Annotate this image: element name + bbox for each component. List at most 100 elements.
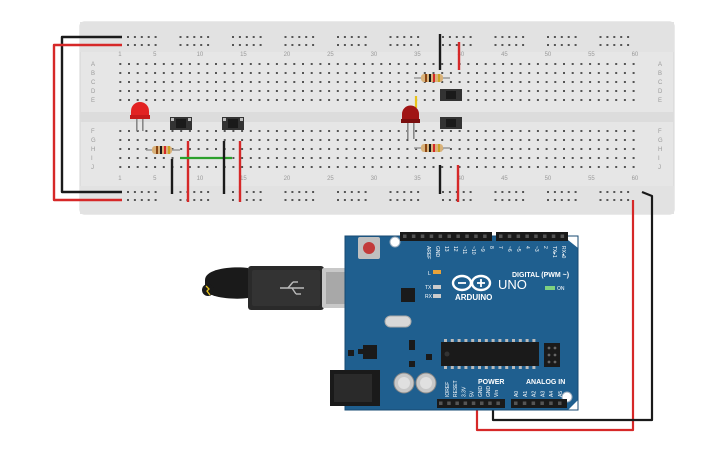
terminal-hole[interactable] bbox=[128, 130, 130, 132]
terminal-hole[interactable] bbox=[563, 90, 565, 92]
terminal-hole[interactable] bbox=[154, 63, 157, 65]
terminal-hole[interactable] bbox=[528, 148, 531, 150]
terminal-hole[interactable] bbox=[232, 63, 235, 65]
terminal-hole[interactable] bbox=[597, 166, 600, 168]
terminal-hole[interactable] bbox=[171, 90, 174, 92]
terminal-hole[interactable] bbox=[354, 148, 357, 150]
terminal-hole[interactable] bbox=[145, 130, 148, 132]
terminal-hole[interactable] bbox=[493, 81, 496, 83]
terminal-hole[interactable] bbox=[580, 90, 583, 92]
terminal-hole[interactable] bbox=[615, 90, 618, 92]
terminal-hole[interactable] bbox=[362, 99, 365, 101]
terminal-hole[interactable] bbox=[136, 72, 139, 74]
terminal-hole[interactable] bbox=[354, 81, 357, 83]
terminal-hole[interactable] bbox=[206, 99, 209, 101]
terminal-hole[interactable] bbox=[476, 166, 478, 168]
terminal-hole[interactable] bbox=[484, 99, 487, 101]
rail-hole[interactable] bbox=[312, 36, 315, 38]
terminal-hole[interactable] bbox=[319, 99, 322, 101]
rail-hole[interactable] bbox=[515, 36, 518, 38]
header-pin[interactable] bbox=[465, 234, 469, 239]
rail-hole[interactable] bbox=[357, 199, 360, 201]
terminal-hole[interactable] bbox=[502, 99, 505, 101]
terminal-hole[interactable] bbox=[215, 63, 217, 65]
terminal-hole[interactable] bbox=[580, 166, 583, 168]
terminal-hole[interactable] bbox=[597, 139, 600, 141]
header-pin[interactable] bbox=[534, 234, 538, 239]
terminal-hole[interactable] bbox=[249, 148, 252, 150]
rail-hole[interactable] bbox=[312, 44, 315, 46]
terminal-hole[interactable] bbox=[389, 81, 391, 83]
rail-hole[interactable] bbox=[200, 36, 203, 38]
terminal-hole[interactable] bbox=[119, 90, 122, 92]
terminal-hole[interactable] bbox=[284, 157, 287, 159]
terminal-hole[interactable] bbox=[406, 148, 409, 150]
rail-hole[interactable] bbox=[179, 191, 182, 193]
terminal-hole[interactable] bbox=[145, 99, 148, 101]
terminal-hole[interactable] bbox=[136, 148, 139, 150]
rail-hole[interactable] bbox=[154, 199, 157, 201]
terminal-hole[interactable] bbox=[128, 81, 130, 83]
rail-hole[interactable] bbox=[140, 36, 143, 38]
terminal-hole[interactable] bbox=[615, 63, 618, 65]
terminal-hole[interactable] bbox=[449, 166, 452, 168]
terminal-hole[interactable] bbox=[528, 139, 531, 141]
terminal-hole[interactable] bbox=[563, 63, 565, 65]
terminal-hole[interactable] bbox=[249, 130, 252, 132]
rail-hole[interactable] bbox=[232, 36, 234, 38]
rail-hole[interactable] bbox=[305, 44, 308, 46]
terminal-hole[interactable] bbox=[606, 130, 609, 132]
terminal-hole[interactable] bbox=[180, 63, 183, 65]
rail-hole[interactable] bbox=[627, 191, 630, 193]
terminal-hole[interactable] bbox=[563, 148, 565, 150]
terminal-hole[interactable] bbox=[119, 99, 122, 101]
terminal-hole[interactable] bbox=[232, 81, 235, 83]
terminal-hole[interactable] bbox=[215, 166, 217, 168]
terminal-hole[interactable] bbox=[615, 72, 618, 74]
terminal-hole[interactable] bbox=[519, 139, 522, 141]
terminal-hole[interactable] bbox=[345, 81, 348, 83]
terminal-hole[interactable] bbox=[449, 72, 452, 74]
terminal-hole[interactable] bbox=[476, 148, 478, 150]
terminal-hole[interactable] bbox=[606, 63, 609, 65]
rail-hole[interactable] bbox=[193, 44, 196, 46]
terminal-hole[interactable] bbox=[162, 63, 165, 65]
terminal-hole[interactable] bbox=[623, 63, 626, 65]
terminal-hole[interactable] bbox=[484, 130, 487, 132]
terminal-hole[interactable] bbox=[606, 99, 609, 101]
terminal-hole[interactable] bbox=[336, 148, 339, 150]
terminal-hole[interactable] bbox=[258, 130, 261, 132]
terminal-hole[interactable] bbox=[319, 139, 322, 141]
rail-hole[interactable] bbox=[298, 199, 301, 201]
terminal-hole[interactable] bbox=[319, 81, 322, 83]
terminal-hole[interactable] bbox=[502, 81, 505, 83]
terminal-hole[interactable] bbox=[397, 72, 400, 74]
terminal-hole[interactable] bbox=[328, 130, 331, 132]
header-pin[interactable] bbox=[456, 234, 460, 239]
terminal-hole[interactable] bbox=[119, 72, 122, 74]
rail-hole[interactable] bbox=[417, 36, 420, 38]
terminal-hole[interactable] bbox=[336, 130, 339, 132]
terminal-hole[interactable] bbox=[371, 90, 374, 92]
rail-hole[interactable] bbox=[613, 199, 616, 201]
terminal-hole[interactable] bbox=[441, 63, 444, 65]
terminal-hole[interactable] bbox=[362, 166, 365, 168]
rail-hole[interactable] bbox=[567, 199, 570, 201]
terminal-hole[interactable] bbox=[362, 157, 365, 159]
terminal-hole[interactable] bbox=[580, 99, 583, 101]
terminal-hole[interactable] bbox=[171, 148, 174, 150]
terminal-hole[interactable] bbox=[502, 157, 505, 159]
rail-hole[interactable] bbox=[337, 44, 339, 46]
terminal-hole[interactable] bbox=[206, 63, 209, 65]
rail-hole[interactable] bbox=[200, 199, 203, 201]
terminal-hole[interactable] bbox=[563, 139, 565, 141]
rail-hole[interactable] bbox=[508, 36, 511, 38]
terminal-hole[interactable] bbox=[267, 157, 270, 159]
breadboard-holes[interactable] bbox=[119, 36, 635, 201]
terminal-hole[interactable] bbox=[215, 81, 217, 83]
terminal-hole[interactable] bbox=[197, 99, 200, 101]
terminal-hole[interactable] bbox=[536, 72, 539, 74]
terminal-hole[interactable] bbox=[119, 81, 122, 83]
terminal-hole[interactable] bbox=[449, 130, 452, 132]
terminal-hole[interactable] bbox=[345, 63, 348, 65]
